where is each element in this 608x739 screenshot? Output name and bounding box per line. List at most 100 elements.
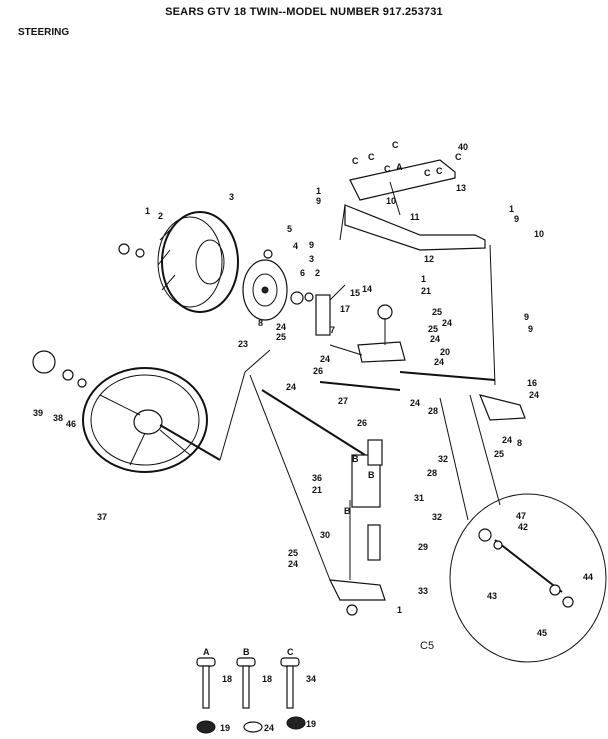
callout: 3 xyxy=(309,254,314,264)
legend-letter-b: B xyxy=(243,647,250,657)
diagram-title: SEARS GTV 18 TWIN--MODEL NUMBER 917.2537… xyxy=(165,6,443,18)
callout: 9 xyxy=(514,214,519,224)
callout: 25 xyxy=(494,449,504,459)
callout: C xyxy=(384,164,391,174)
callout: 10 xyxy=(534,229,544,239)
legend-nut-c: 19 xyxy=(306,719,316,729)
washer xyxy=(135,248,145,258)
callout: 36 xyxy=(312,473,322,483)
callout: 21 xyxy=(312,485,322,495)
callout: 17 xyxy=(340,304,350,314)
callout: 24 xyxy=(442,318,452,328)
callout: 29 xyxy=(418,542,428,552)
front-tire xyxy=(157,211,239,313)
drag-link xyxy=(399,371,496,381)
callout: 33 xyxy=(418,586,428,596)
callout: 37 xyxy=(97,512,107,522)
callout: 24 xyxy=(434,357,444,367)
callout: 44 xyxy=(583,572,593,582)
tie-rod xyxy=(319,381,401,391)
steering-washer xyxy=(77,378,87,388)
spindle-left xyxy=(315,284,346,336)
callout: C xyxy=(392,140,399,150)
callout: 45 xyxy=(537,628,547,638)
callout: 1 xyxy=(421,274,426,284)
callout: 11 xyxy=(410,212,420,222)
callout: B xyxy=(352,454,359,464)
callout: 47 xyxy=(516,511,526,521)
callout: 1 xyxy=(145,206,150,216)
legend-washer-b: 24 xyxy=(264,723,274,733)
steering-shaft xyxy=(159,349,366,581)
callout: B xyxy=(368,470,375,480)
callout: 46 xyxy=(66,419,76,429)
callout: 14 xyxy=(362,284,372,294)
callout: 8 xyxy=(517,438,522,448)
legend-bolt-b: 18 xyxy=(262,674,272,684)
callout: 24 xyxy=(502,435,512,445)
washer-b xyxy=(304,292,314,302)
callout: 26 xyxy=(357,418,367,428)
callout: 42 xyxy=(518,522,528,532)
support-bracket xyxy=(328,579,386,601)
steering-cap xyxy=(32,350,56,374)
callout: 12 xyxy=(424,254,434,264)
callout: 7 xyxy=(330,325,335,335)
callout: 1 xyxy=(509,204,514,214)
figure-code: C5 xyxy=(420,640,435,652)
callout: 40 xyxy=(458,142,468,152)
callout: 24 xyxy=(430,334,440,344)
callout: 26 xyxy=(313,366,323,376)
callout: 9 xyxy=(528,324,533,334)
callout: C xyxy=(352,156,359,166)
callout: 28 xyxy=(428,406,438,416)
callout: 8 xyxy=(258,318,263,328)
hardware-legend xyxy=(196,657,306,734)
legend-bolt-a: 18 xyxy=(222,674,232,684)
callout: C xyxy=(436,166,443,176)
callout: B xyxy=(344,506,351,516)
callout: 6 xyxy=(300,268,305,278)
callout: 24 xyxy=(410,398,420,408)
callout: 2 xyxy=(315,268,320,278)
callout: A xyxy=(396,162,403,172)
callout: 25 xyxy=(432,307,442,317)
callout: 28 xyxy=(427,468,437,478)
detail-view xyxy=(439,394,607,663)
callout: 25 xyxy=(276,332,286,342)
callout: 16 xyxy=(527,378,537,388)
callout: 24 xyxy=(276,322,286,332)
front-axle xyxy=(339,159,486,251)
callout: 2 xyxy=(158,211,163,221)
callout: 13 xyxy=(456,183,466,193)
wheel-rim xyxy=(242,259,288,321)
callout: 24 xyxy=(529,390,539,400)
callout: 10 xyxy=(386,196,396,206)
callout: 23 xyxy=(238,339,248,349)
callout: 21 xyxy=(421,286,431,296)
callout: 24 xyxy=(286,382,296,392)
link-rod xyxy=(329,344,363,356)
callout: 5 xyxy=(287,224,292,234)
callout: 9 xyxy=(524,312,529,322)
callout: 25 xyxy=(428,324,438,334)
legend-bolt-c: 34 xyxy=(306,674,316,684)
steering-nut xyxy=(62,369,74,381)
spindle-right xyxy=(479,244,526,421)
bearing xyxy=(263,249,273,259)
callout: C xyxy=(424,168,431,178)
callout: 15 xyxy=(350,288,360,298)
spacer xyxy=(290,291,304,305)
callout: 20 xyxy=(440,347,450,357)
callout: 27 xyxy=(338,396,348,406)
callout: 25 xyxy=(288,548,298,558)
callout: 30 xyxy=(320,530,330,540)
callout: 24 xyxy=(320,354,330,364)
callout: 1 xyxy=(397,605,402,615)
callout: 39 xyxy=(33,408,43,418)
callout: 24 xyxy=(288,559,298,569)
callout: 3 xyxy=(229,192,234,202)
legend-letter-a: A xyxy=(203,647,210,657)
callout: 38 xyxy=(53,413,63,423)
cap-screw xyxy=(118,243,130,255)
